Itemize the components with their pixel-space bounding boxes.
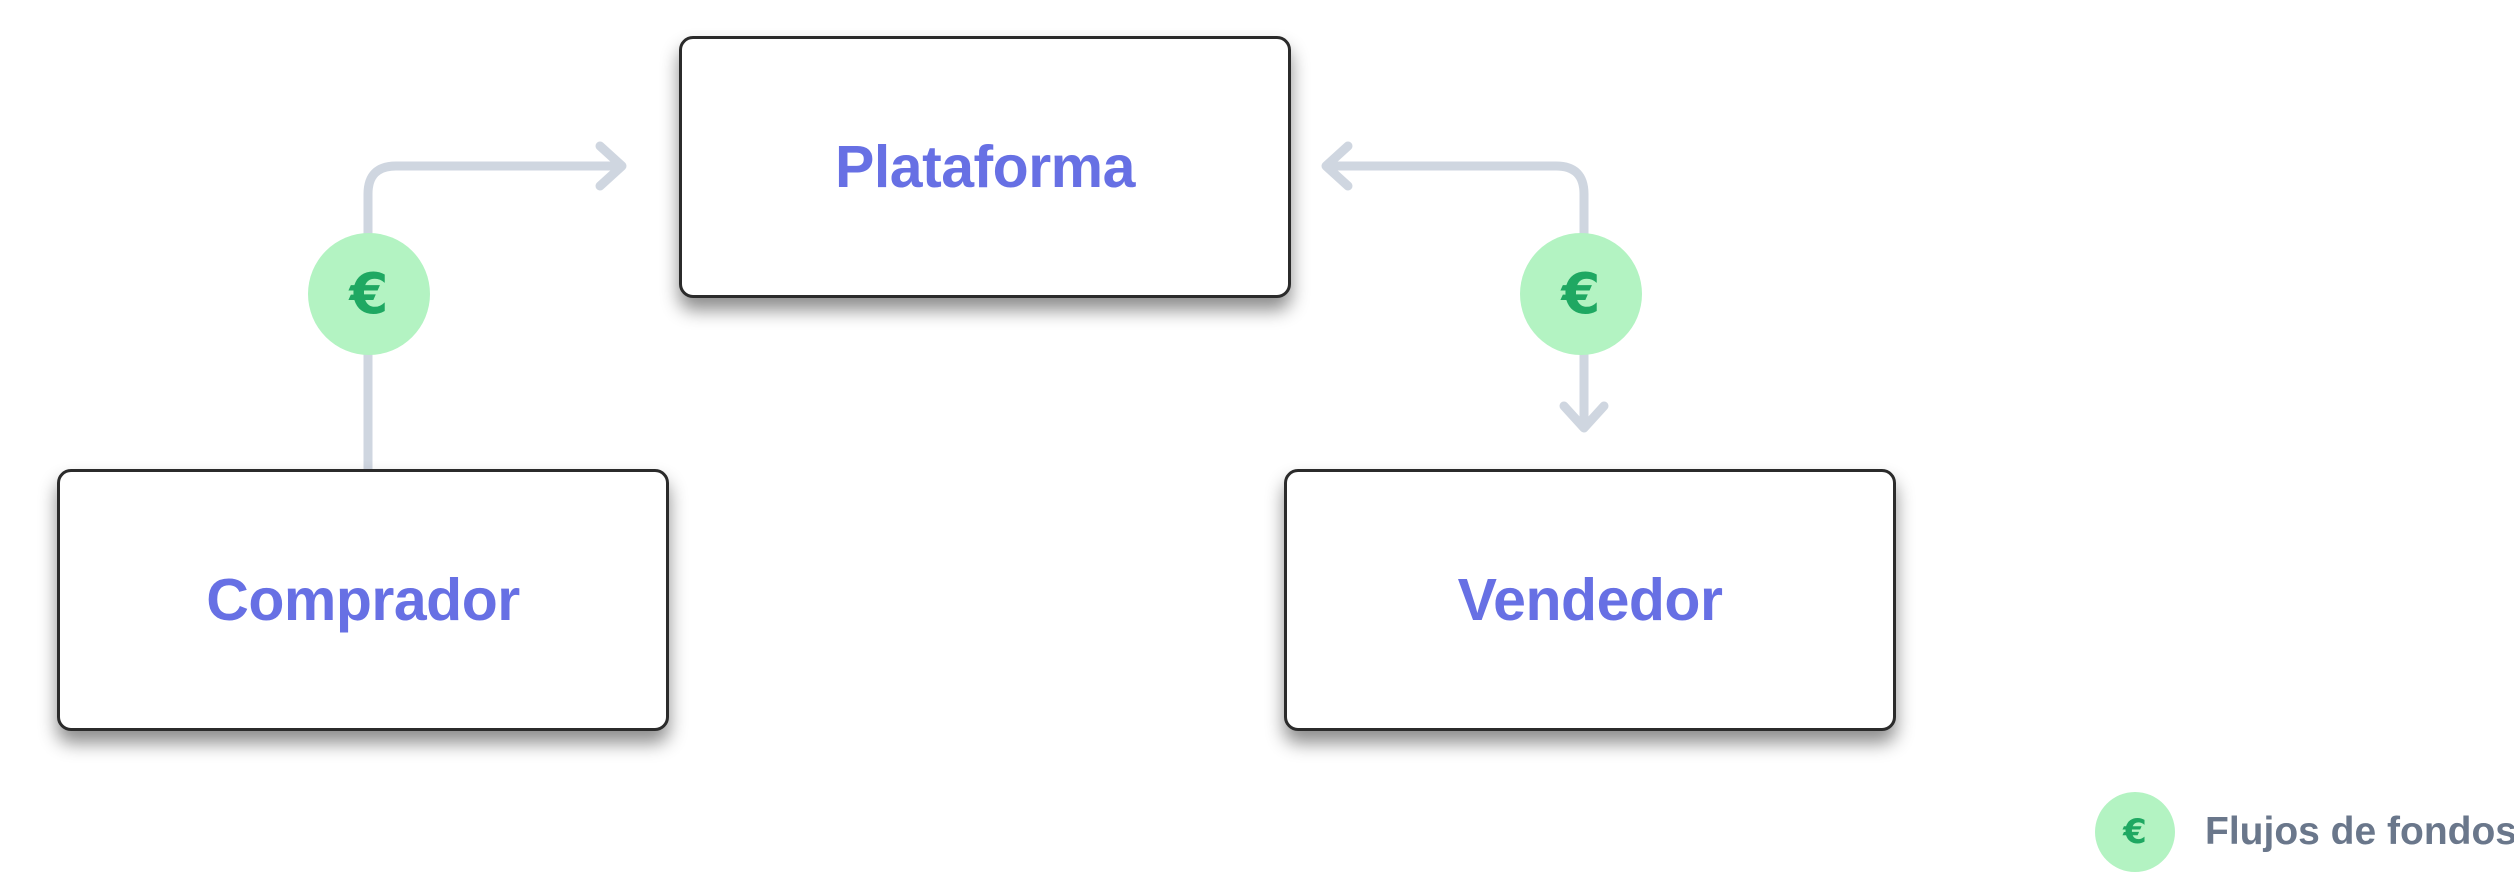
platform-label: Plataforma xyxy=(835,134,1135,200)
legend: € Flujos de fondos xyxy=(2095,791,2514,873)
platform-node: Plataforma xyxy=(679,36,1291,298)
seller-label: Vendedor xyxy=(1457,567,1723,633)
legend-symbol: € xyxy=(2123,812,2147,852)
arrow-head-icon xyxy=(1559,401,1609,433)
arrow-head-icon xyxy=(1321,141,1353,191)
euro-icon: € xyxy=(308,233,430,355)
seller-node: Vendedor xyxy=(1284,469,1896,731)
euro-icon: € xyxy=(2095,792,2175,872)
connector-buyer-to-platform xyxy=(363,161,625,546)
flow-symbol: € xyxy=(1561,261,1601,327)
euro-icon: € xyxy=(1520,233,1642,355)
flow-symbol: € xyxy=(349,261,389,327)
legend-label: Flujos de fondos xyxy=(2205,810,2514,853)
buyer-label: Comprador xyxy=(206,567,520,633)
buyer-node: Comprador xyxy=(57,469,669,731)
arrow-head-icon xyxy=(595,141,627,191)
connector-platform-to-seller xyxy=(1323,161,1589,429)
